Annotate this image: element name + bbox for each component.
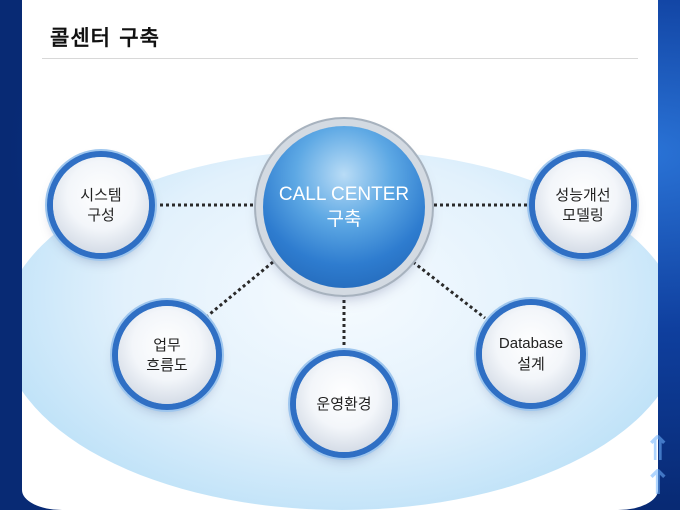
node-system-line1: 시스템 [80,186,122,204]
node-database-design: Database 설계 [482,305,580,403]
node-operation-line1: 운영환경 [316,395,372,413]
node-perf-line1: 성능개선 [555,186,611,204]
page-title: 콜센터 구축 [50,26,160,50]
node-database-line1: Database [498,335,564,352]
node-workflow-line1: 업무 [153,336,181,354]
node-system-line2: 구성 [87,206,115,224]
node-database-line2: 설계 [517,355,545,373]
node-perf-line2: 모델링 [562,206,604,224]
node-workflow-line2: 흐름도 [146,356,188,374]
node-workflow: 업무 흐름도 [118,306,216,404]
center-line1: CALL CENTER [278,184,410,205]
decorative-arrow-icon: ⇑↑ [643,429,673,503]
center-line2: 구축 [326,209,362,230]
title-divider [42,58,638,59]
node-system-config: 시스템 구성 [53,157,149,253]
center-node-call-center: CALL CENTER 구축 [263,126,425,288]
node-operation-env: 운영환경 [296,356,392,452]
node-performance-modeling: 성능개선 모델링 [535,157,631,253]
connector-database [412,260,486,320]
connector-workflow [204,260,274,320]
